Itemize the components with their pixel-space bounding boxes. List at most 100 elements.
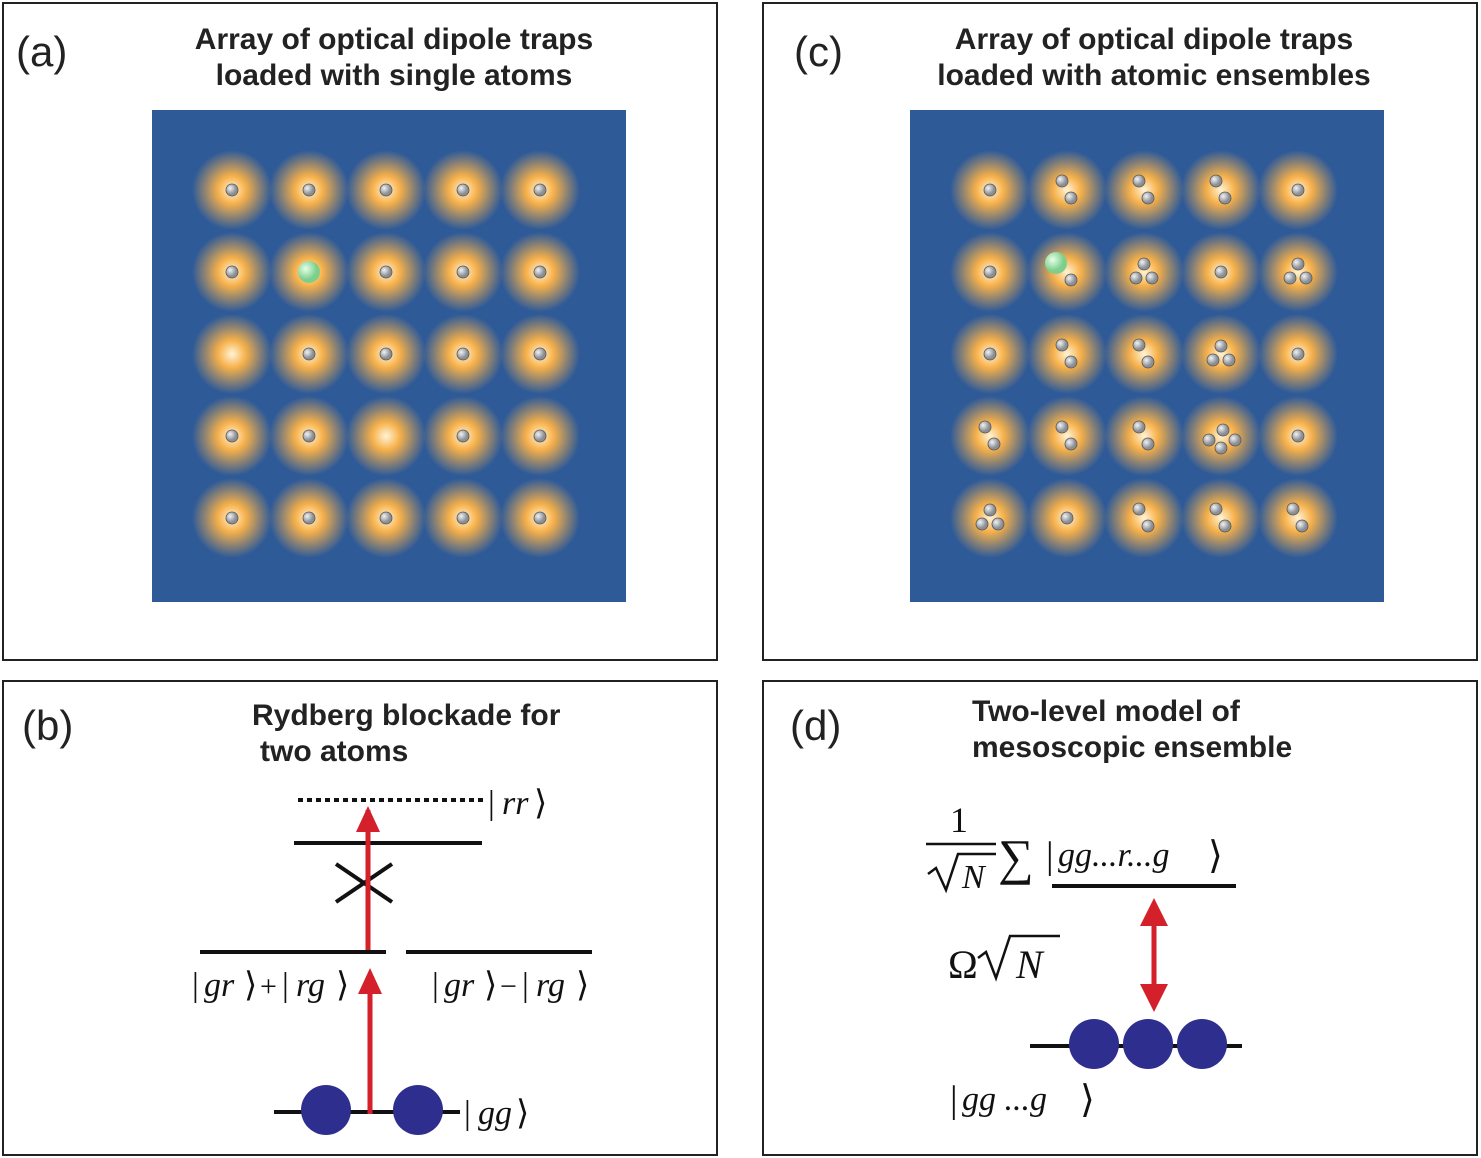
- trapped-atom: [1291, 257, 1305, 271]
- ket-bar-anti-1: |: [432, 967, 439, 1004]
- state-ground-label: gg ...g: [962, 1081, 1047, 1118]
- ket-angle-gg: ⟩: [516, 1095, 529, 1132]
- trap-spot: [346, 396, 426, 476]
- trapped-atom: [533, 429, 547, 443]
- trap-spot: [1027, 232, 1107, 312]
- trap-spot: [1104, 314, 1184, 394]
- trapped-atom: [1141, 437, 1155, 451]
- ket-bar-rr: |: [488, 785, 495, 822]
- trapped-atom: [302, 183, 316, 197]
- trapped-atom: [1202, 433, 1216, 447]
- state-excited-label: gg...r...g: [1058, 837, 1169, 874]
- panel-a-title-line1: Array of optical dipole traps: [194, 23, 594, 56]
- trap-spot: [1258, 478, 1338, 558]
- panel-d-title-line2: mesoscopic ensemble: [972, 731, 1293, 764]
- trap-spot: [1027, 314, 1107, 394]
- trapped-atom: [1141, 191, 1155, 205]
- trapped-atom: [1214, 441, 1228, 455]
- trapped-atom: [379, 347, 393, 361]
- trapped-atom: [983, 183, 997, 197]
- trapped-atom: [1299, 271, 1313, 285]
- trapped-atom: [1209, 174, 1223, 188]
- ket-bar-sym-2: |: [282, 967, 289, 1004]
- panel-b-title-line1: Rydberg blockade for: [252, 699, 561, 732]
- panel-a-title: Array of optical dipole traps loaded wit…: [124, 22, 664, 94]
- trapped-atom: [1216, 423, 1230, 437]
- trapped-atom: [225, 511, 239, 525]
- trapped-atom: [1141, 519, 1155, 533]
- trap-spot: [1104, 396, 1184, 476]
- trap-spot: [1181, 478, 1261, 558]
- ket-angle-excited: ⟩: [1208, 835, 1223, 877]
- ket-bar-sym-1: |: [192, 967, 199, 1004]
- trapped-atom: [1064, 191, 1078, 205]
- trapped-atom: [1141, 355, 1155, 369]
- trapped-atom: [456, 347, 470, 361]
- trapped-atom: [983, 265, 997, 279]
- trapped-atom: [456, 183, 470, 197]
- trap-spot: [950, 396, 1030, 476]
- panel-d-letter: (d): [790, 702, 842, 749]
- rabi-arrowhead-down: [1140, 984, 1168, 1012]
- ensemble-atom-3: [1177, 1019, 1227, 1069]
- ket-angle-ground: ⟩: [1080, 1079, 1095, 1121]
- trapped-atom: [1218, 519, 1232, 533]
- ket-angle-anti-2: ⟩: [576, 967, 589, 1004]
- trapped-atom: [1218, 191, 1232, 205]
- panel-d: (d) Two-level model of mesoscopic ensemb…: [762, 680, 1478, 1156]
- trapped-atom: [1206, 353, 1220, 367]
- trapped-atom: [302, 429, 316, 443]
- panel-c-title-line1: Array of optical dipole traps: [954, 23, 1354, 56]
- trapped-atom: [983, 347, 997, 361]
- trapped-atom: [533, 347, 547, 361]
- trapped-atom: [225, 183, 239, 197]
- rydberg-atom: [1045, 252, 1067, 274]
- trapped-atom: [225, 429, 239, 443]
- trapped-atom: [1132, 338, 1146, 352]
- trapped-atom: [983, 503, 997, 517]
- trapped-atom: [978, 420, 992, 434]
- trapped-atom: [1064, 355, 1078, 369]
- ket-angle-rr: ⟩: [534, 785, 547, 822]
- trapped-atom: [1132, 502, 1146, 516]
- panel-a: (a) Array of optical dipole traps loaded…: [2, 2, 718, 661]
- trapped-atom: [1064, 437, 1078, 451]
- trapped-atom: [302, 347, 316, 361]
- trapped-atom: [379, 511, 393, 525]
- panel-a-letter: (a): [16, 28, 68, 75]
- trapped-atom: [1137, 257, 1151, 271]
- trapped-atom: [1055, 338, 1069, 352]
- ket-bar-excited: |: [1046, 835, 1054, 877]
- rabi-omega: Ω: [948, 942, 978, 987]
- ket-bar-anti-2: |: [522, 967, 529, 1004]
- trapped-atom: [991, 517, 1005, 531]
- frac-sqrt-sign: [927, 852, 996, 894]
- panel-d-title-line1: Two-level model of: [972, 695, 1240, 728]
- excitation-arrowhead-upper: [356, 806, 380, 832]
- trapped-atom: [1132, 174, 1146, 188]
- panel-c-letter: (c): [794, 28, 843, 75]
- trapped-atom: [1064, 273, 1078, 287]
- trapped-atom: [533, 265, 547, 279]
- trapped-atom: [1286, 502, 1300, 516]
- trapped-atom: [1283, 271, 1297, 285]
- frac-numerator: 1: [950, 800, 968, 840]
- trapped-atom: [302, 511, 316, 525]
- state-gg-label: gg: [478, 1095, 512, 1132]
- ensemble-atom-2: [1123, 1019, 1173, 1069]
- trap-spot: [1104, 232, 1184, 312]
- trapped-atom: [533, 183, 547, 197]
- trapped-atom: [1055, 420, 1069, 434]
- ensemble-atom-1: [1069, 1019, 1119, 1069]
- ground-atom-2: [393, 1085, 443, 1135]
- trapped-atom: [1145, 271, 1159, 285]
- trapped-atom: [1295, 519, 1309, 533]
- trap-spot: [1181, 150, 1261, 230]
- trapped-atom: [1132, 420, 1146, 434]
- state-sym-2: rg: [296, 967, 325, 1004]
- trapped-atom: [533, 511, 547, 525]
- excitation-arrowhead-lower: [358, 968, 382, 994]
- state-anti-2: rg: [536, 967, 565, 1004]
- state-rr-label: rr: [502, 785, 529, 822]
- trapped-atom: [1291, 347, 1305, 361]
